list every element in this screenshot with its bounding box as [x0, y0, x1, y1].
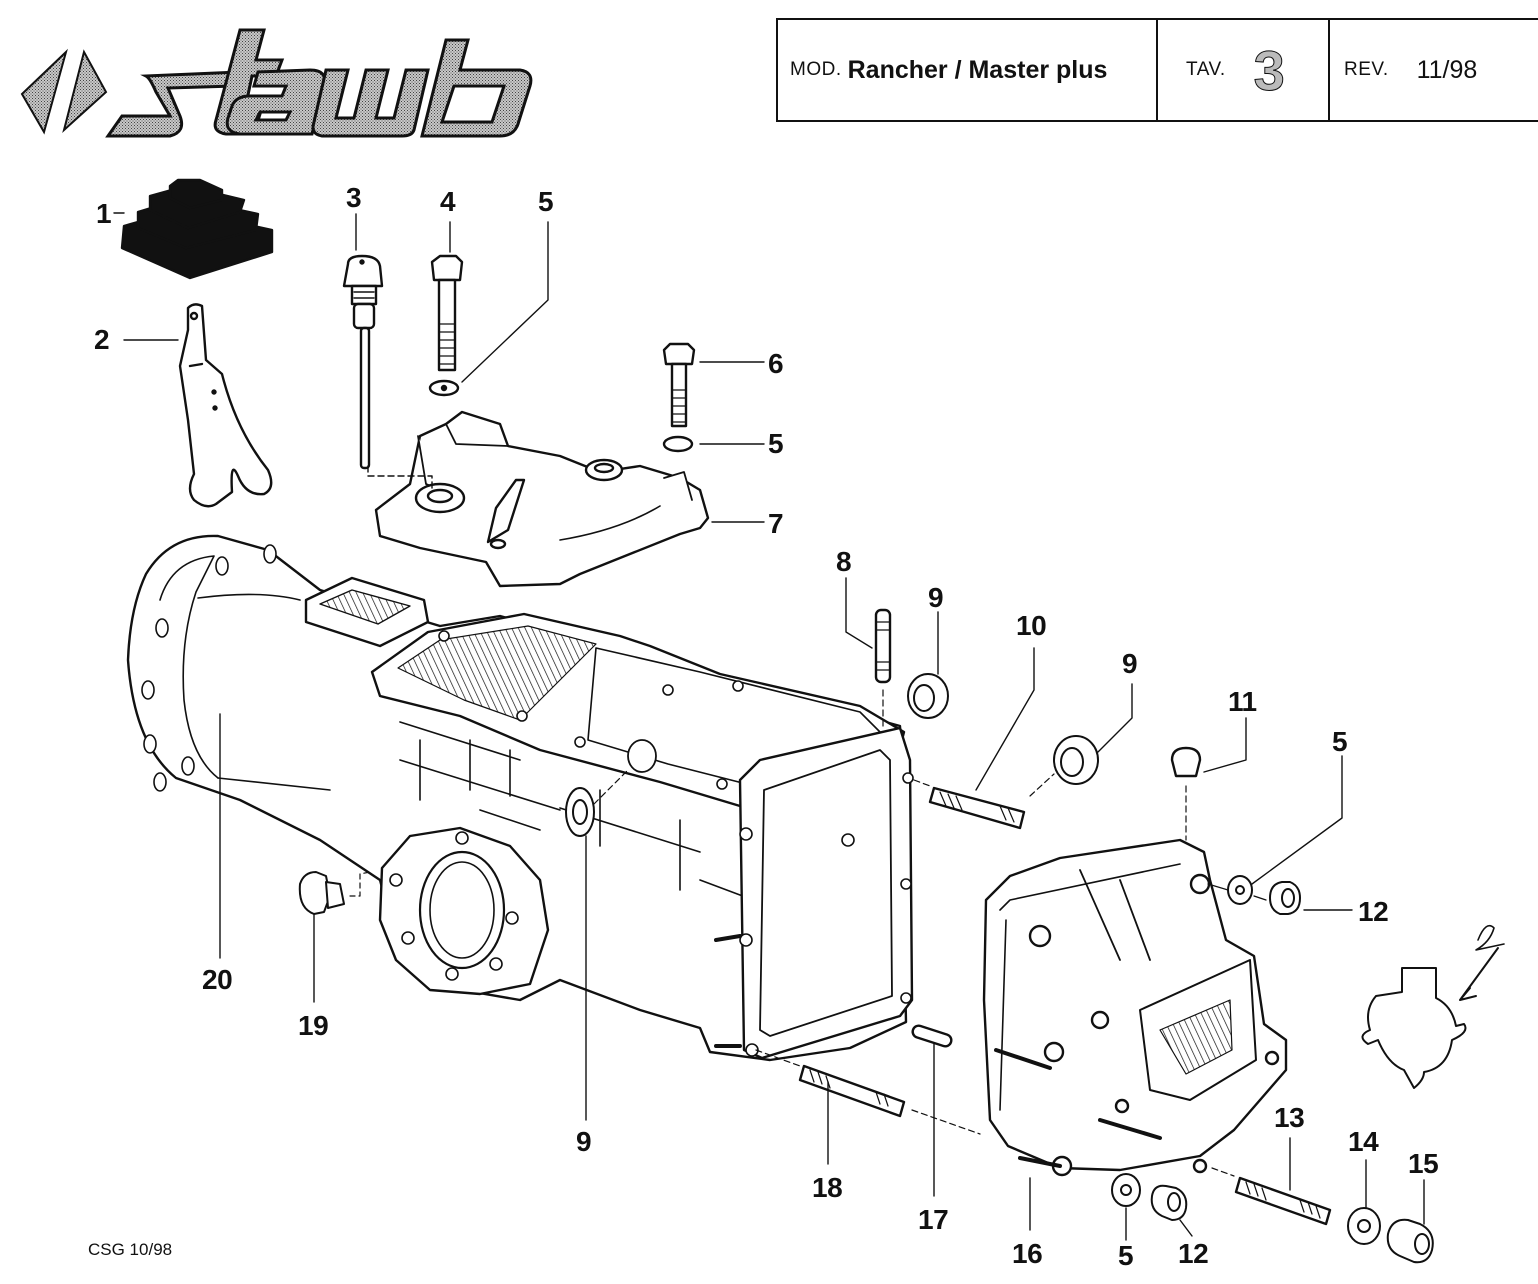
table-number: 3	[1253, 38, 1285, 102]
callout-12-bottom: 12	[1178, 1238, 1209, 1269]
callout-4: 4	[440, 186, 456, 217]
callout-9-a: 9	[928, 582, 944, 613]
revision-value: 11/98	[1416, 55, 1478, 84]
title-block: MOD. Rancher / Master plus TAV. 3 REV. 1…	[776, 18, 1538, 122]
part-13-stud	[1234, 1176, 1332, 1226]
handwritten-gasket-sketch	[1361, 924, 1505, 1089]
part-12-nut-a	[1269, 881, 1301, 915]
table-label: TAV.	[1186, 59, 1226, 80]
callout-20: 20	[202, 964, 233, 995]
part-1-gear-lever-boot	[120, 178, 274, 280]
callout-3: 3	[346, 182, 362, 213]
callout-17: 17	[918, 1204, 949, 1235]
callout-16: 16	[1012, 1238, 1043, 1269]
model-cell: MOD. Rancher / Master plus	[778, 20, 1158, 120]
drawing-code: CSG 10/98	[88, 1240, 173, 1259]
part-10-stud	[928, 786, 1026, 830]
callout-5-cover: 5	[768, 428, 784, 459]
callout-6: 6	[768, 348, 784, 379]
leader-lines	[113, 212, 1425, 1241]
part-16-rear-cover	[982, 838, 1288, 1177]
part-12-nut-b	[1150, 1184, 1188, 1221]
part-7-top-cover	[374, 410, 710, 588]
callout-19: 19	[298, 1010, 329, 1041]
part-19-drain-plug	[298, 871, 345, 915]
callout-9-b: 9	[1122, 648, 1138, 679]
part-6-bolt	[662, 342, 696, 428]
callout-15: 15	[1408, 1148, 1439, 1179]
part-9-oil-seal-b	[1053, 735, 1099, 785]
part-3-oil-dipstick	[342, 254, 384, 470]
callout-10: 10	[1016, 610, 1047, 641]
logo-diamond-icon	[20, 48, 108, 135]
part-9-oil-seal-c	[565, 787, 595, 837]
revision-label: REV.	[1344, 59, 1389, 80]
part-15-nut	[1386, 1218, 1434, 1264]
dipstick-leader-dashed	[367, 465, 433, 489]
callout-18: 18	[812, 1172, 843, 1203]
part-8-stud	[874, 608, 892, 684]
part-2-clutch-release-fork	[178, 303, 273, 508]
callout-13: 13	[1274, 1102, 1305, 1133]
callout-11: 11	[1228, 686, 1257, 717]
part-5-washer-c	[1227, 875, 1253, 905]
callout-8: 8	[836, 546, 852, 577]
callout-9-c: 9	[576, 1126, 592, 1157]
callout-14: 14	[1348, 1126, 1379, 1157]
model-label: MOD.	[790, 59, 842, 80]
part-17-dowel-pin	[911, 1024, 953, 1048]
part-4-long-bolt	[430, 254, 464, 372]
callout-5-top: 5	[538, 186, 554, 217]
part-5-washer-b	[662, 435, 694, 453]
part-9-oil-seal-a	[907, 673, 949, 719]
callout-12-right: 12	[1358, 896, 1389, 927]
callout-7: 7	[768, 508, 784, 539]
revision-cell: REV. 11/98	[1330, 20, 1538, 120]
part-11-plug	[1170, 746, 1202, 778]
part-5-washer-d	[1111, 1173, 1141, 1207]
logo-wordmark	[105, 28, 533, 138]
callout-5-right: 5	[1332, 726, 1348, 757]
table-cell: TAV. 3	[1158, 20, 1330, 120]
staub-logo	[20, 28, 533, 138]
callout-1: 1	[96, 198, 112, 229]
part-20-gearbox-housing	[126, 534, 914, 1062]
part-14-washer	[1347, 1207, 1381, 1245]
callout-5-bottom: 5	[1118, 1240, 1134, 1271]
model-value: Rancher / Master plus	[847, 55, 1108, 84]
callout-2: 2	[94, 324, 110, 355]
part-18-stud	[798, 1064, 906, 1118]
